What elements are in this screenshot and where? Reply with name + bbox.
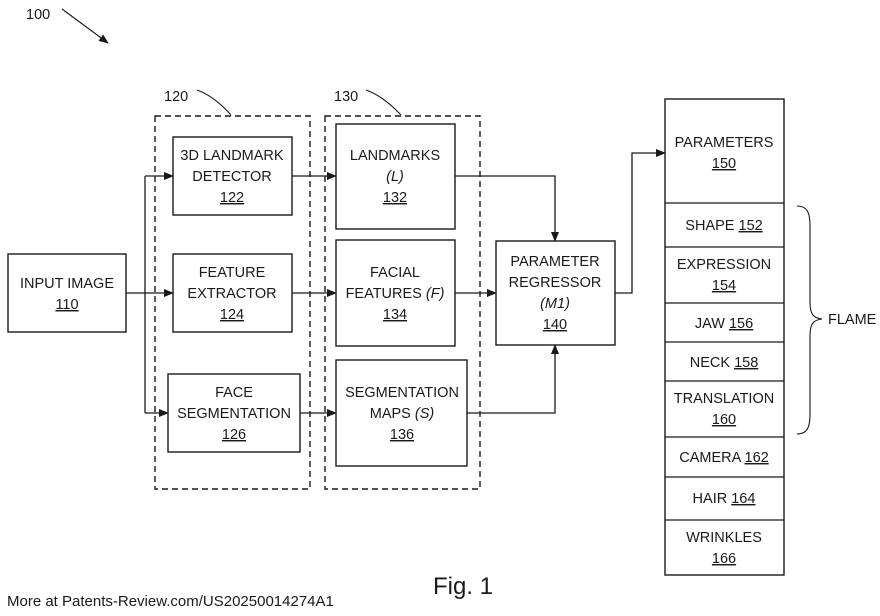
feature-extractor-line2: EXTRACTOR bbox=[187, 286, 276, 302]
segmentation-maps-line2-group: MAPS (S) bbox=[370, 406, 434, 422]
param-row-expression-ref: 154 bbox=[712, 278, 736, 294]
landmark-detector-ref: 122 bbox=[220, 190, 244, 206]
facial-features-ref: 134 bbox=[383, 307, 407, 323]
segmentation-maps-line2: MAPS bbox=[370, 406, 411, 422]
param-row-hair-ref: 164 bbox=[731, 491, 755, 507]
param-row-translation-label: TRANSLATION bbox=[674, 391, 774, 407]
facial-features-block: FACIAL FEATURES (F) 134 bbox=[336, 240, 455, 346]
param-row-neck-label: NECK bbox=[690, 355, 731, 371]
facial-features-symbol: (F) bbox=[426, 286, 445, 302]
face-segmentation-line1: FACE bbox=[215, 385, 253, 401]
figure-ref-label: 100 bbox=[26, 7, 50, 23]
wire-regressor-to-parameters bbox=[615, 153, 665, 293]
landmark-detector-block: 3D LANDMARK DETECTOR 122 bbox=[173, 137, 292, 215]
landmark-detector-line2: DETECTOR bbox=[192, 169, 272, 185]
face-segmentation-block: FACE SEGMENTATION 126 bbox=[168, 374, 300, 452]
facial-features-line2: FEATURES bbox=[346, 286, 422, 302]
landmarks-ref: 132 bbox=[383, 190, 407, 206]
face-segmentation-ref: 126 bbox=[222, 427, 246, 443]
figure-ref-pointer bbox=[62, 9, 108, 43]
param-row-camera: CAMERA 162 bbox=[679, 450, 768, 466]
param-row-wrinkles-ref: 166 bbox=[712, 551, 736, 567]
group-120-label: 120 bbox=[164, 89, 188, 105]
feature-extractor-ref: 124 bbox=[220, 307, 244, 323]
group-120-leader bbox=[197, 90, 231, 115]
input-image-ref: 110 bbox=[55, 297, 78, 313]
segmentation-maps-line1: SEGMENTATION bbox=[345, 385, 459, 401]
parameter-regressor-line3: (M1) bbox=[540, 296, 570, 312]
param-row-jaw-ref: 156 bbox=[729, 316, 753, 332]
landmark-detector-line1: 3D LANDMARK bbox=[180, 148, 283, 164]
feature-extractor-block: FEATURE EXTRACTOR 124 bbox=[173, 254, 292, 332]
feature-extractor-line1: FEATURE bbox=[199, 265, 266, 281]
figure-caption: Fig. 1 bbox=[433, 573, 493, 600]
footer-source: More at Patents-Review.com/US20250014274… bbox=[7, 593, 334, 610]
param-row-jaw: JAW 156 bbox=[695, 316, 753, 332]
param-row-neck-ref: 158 bbox=[734, 355, 758, 371]
flame-label: FLAME bbox=[828, 312, 877, 328]
segmentation-maps-symbol: (S) bbox=[415, 406, 434, 422]
flame-brace bbox=[797, 206, 822, 434]
param-row-hair-label: HAIR bbox=[693, 491, 728, 507]
parameter-regressor-block: PARAMETER REGRESSOR (M1) 140 bbox=[496, 241, 615, 345]
group-130-leader bbox=[366, 90, 401, 115]
parameters-ref: 150 bbox=[712, 156, 736, 172]
facial-features-line2-group: FEATURES (F) bbox=[346, 286, 445, 302]
param-row-shape-ref: 152 bbox=[739, 218, 763, 234]
face-segmentation-line2: SEGMENTATION bbox=[177, 406, 291, 422]
facial-features-line1: FACIAL bbox=[370, 265, 420, 281]
param-row-shape: SHAPE 152 bbox=[685, 218, 762, 234]
segmentation-maps-block: SEGMENTATION MAPS (S) 136 bbox=[336, 360, 467, 466]
parameter-regressor-ref: 140 bbox=[543, 317, 567, 333]
param-row-neck: NECK 158 bbox=[690, 355, 759, 371]
segmentation-maps-ref: 136 bbox=[390, 427, 414, 443]
param-row-expression-label: EXPRESSION bbox=[677, 257, 771, 273]
landmarks-line1: LANDMARKS bbox=[350, 148, 440, 164]
input-image-block: INPUT IMAGE 110 bbox=[8, 254, 126, 332]
landmarks-symbol: (L) bbox=[386, 169, 404, 185]
parameters-column: PARAMETERS 150 SHAPE 152 EXPRESSION 154 … bbox=[665, 99, 784, 575]
landmarks-block: LANDMARKS (L) 132 bbox=[336, 124, 455, 229]
param-row-camera-ref: 162 bbox=[745, 450, 769, 466]
input-image-label: INPUT IMAGE bbox=[20, 276, 114, 292]
param-row-translation-ref: 160 bbox=[712, 412, 736, 428]
param-row-hair: HAIR 164 bbox=[693, 491, 756, 507]
param-row-shape-label: SHAPE bbox=[685, 218, 734, 234]
param-row-wrinkles-label: WRINKLES bbox=[686, 530, 762, 546]
param-row-camera-label: CAMERA bbox=[679, 450, 741, 466]
parameter-regressor-line1: PARAMETER bbox=[510, 254, 599, 270]
param-row-jaw-label: JAW bbox=[695, 316, 725, 332]
parameters-label: PARAMETERS bbox=[675, 135, 774, 151]
parameter-regressor-line2: REGRESSOR bbox=[509, 275, 602, 291]
wire-landmarks-to-regressor bbox=[455, 176, 555, 241]
group-130-label: 130 bbox=[334, 89, 358, 105]
